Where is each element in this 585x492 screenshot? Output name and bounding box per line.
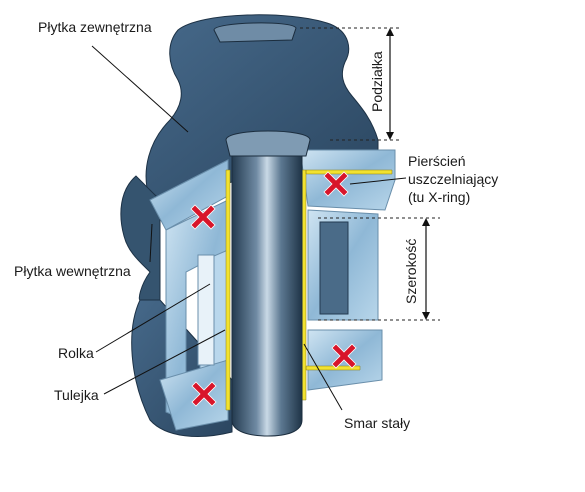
roller-slot-left: [197, 254, 215, 366]
label-bushing: Tulejka: [54, 387, 99, 403]
leader-roller: [95, 283, 211, 353]
x-ring-seal-left-bottom: [191, 381, 217, 407]
label-outer-plate: Płytka zewnętrzna: [38, 19, 152, 35]
cut-face-bottom-left: [159, 359, 229, 431]
label-pitch: Podziałka: [369, 51, 385, 112]
label-seal-line2: uszczelniający: [408, 171, 498, 187]
grease-layer: [225, 169, 393, 411]
x-ring-seal-right-bottom: [331, 343, 357, 369]
leader-grease: [303, 343, 343, 411]
leader-seal: [349, 177, 407, 185]
label-inner-plate: Płytka wewnętrzna: [14, 263, 131, 279]
pin-body: [231, 151, 303, 437]
x-ring-seal-left-top: [190, 204, 216, 230]
label-width: Szerokość: [403, 239, 419, 304]
label-roller: Rolka: [58, 345, 94, 361]
label-grease: Smar stały: [344, 415, 410, 431]
cut-face-right-top: [299, 149, 396, 211]
label-seal-line3: (tu X-ring): [408, 189, 470, 205]
label-seal-line1: Pierścień: [408, 153, 466, 169]
x-ring-seal-right-top: [323, 171, 349, 197]
leader-outer-plate: [91, 45, 189, 133]
pin-head-top: [213, 22, 297, 43]
roller-slot: [319, 221, 349, 315]
leader-inner-plate: [149, 223, 153, 263]
leader-bushing: [103, 329, 226, 395]
pin-head: [225, 130, 311, 157]
inner-plate-shape: [120, 175, 161, 301]
